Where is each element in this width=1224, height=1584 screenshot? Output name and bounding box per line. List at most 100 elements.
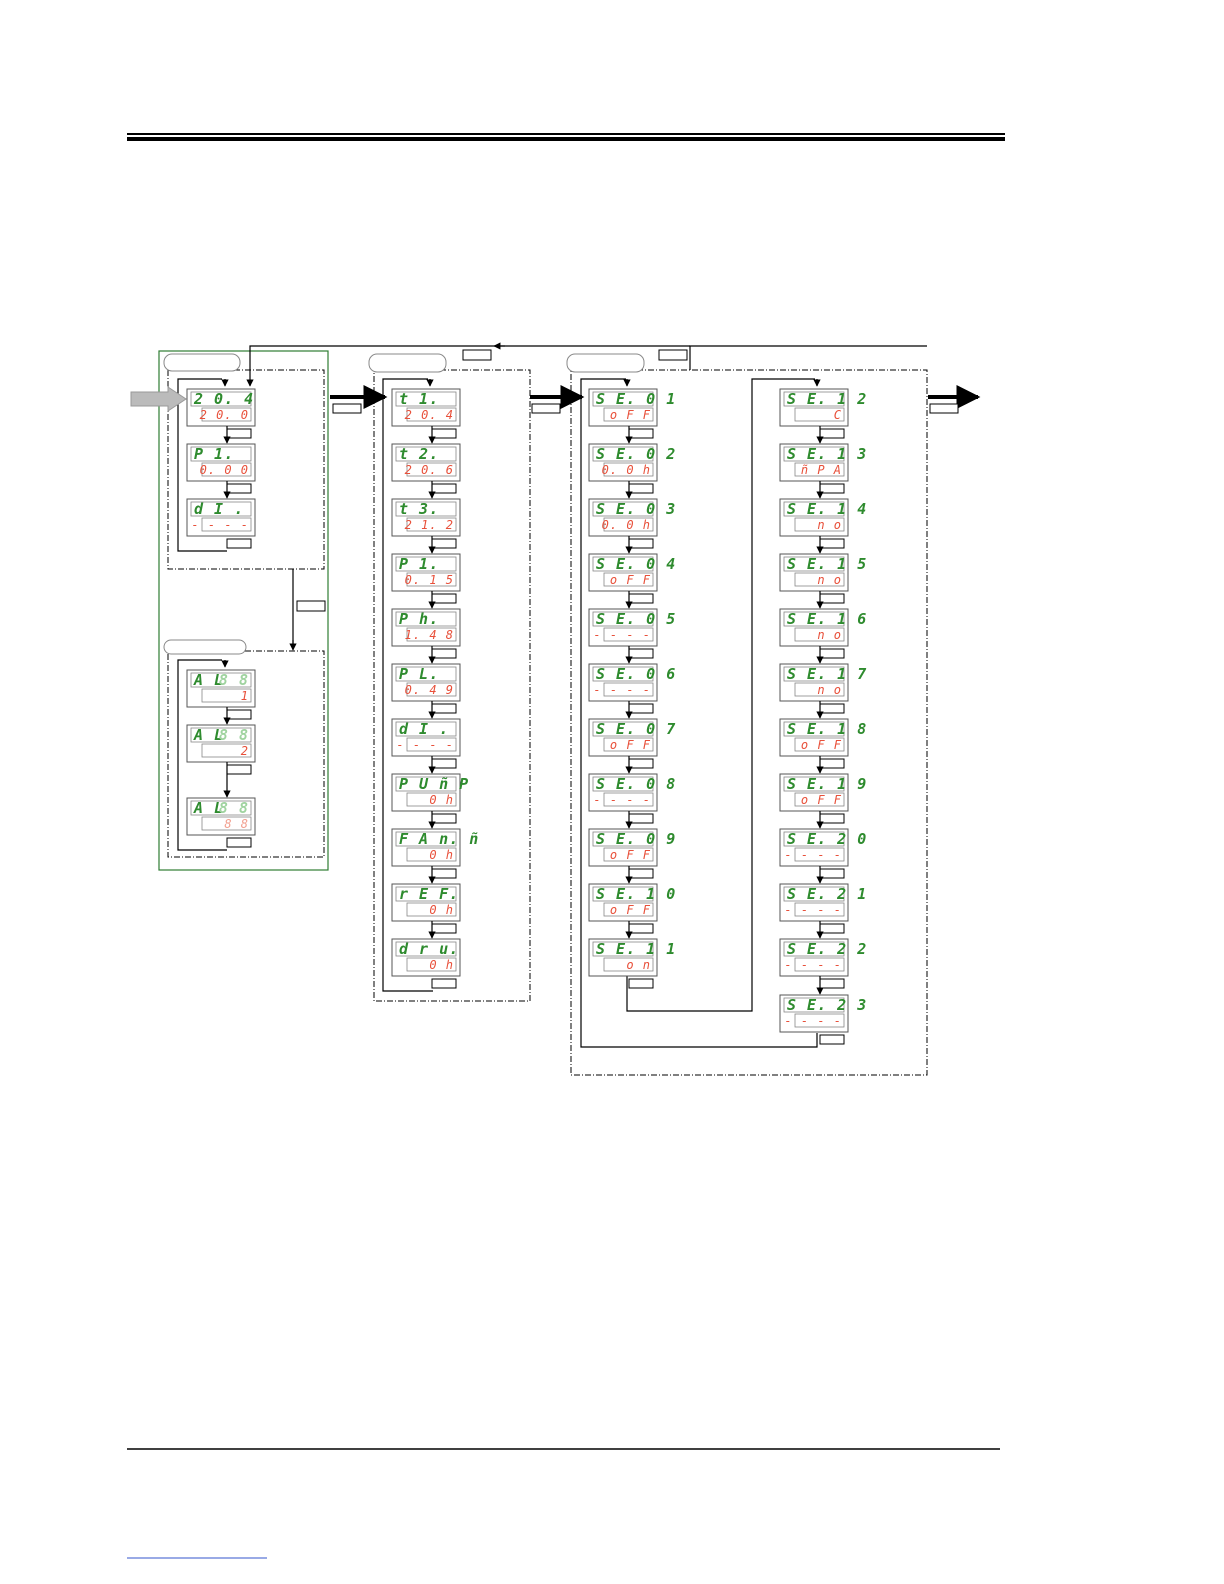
operation-display: t 2.2 0. 6: [391, 443, 461, 482]
operation-display: d r u.0 h: [391, 938, 461, 977]
display-bottom-text: 2 0. 4: [405, 408, 454, 422]
operation-display: d I .- - - -: [391, 718, 461, 757]
display-bottom-text: 0. 4 9: [405, 683, 454, 697]
key-box: [819, 593, 845, 604]
key-box: [431, 978, 457, 989]
operation-display: P h.1. 4 8: [391, 608, 461, 647]
display-top-text: P L.: [399, 665, 439, 683]
settings_a-display: S E. 1 0o F F: [588, 883, 675, 922]
key-box: [819, 648, 845, 659]
display-top-text: S E. 1 3: [787, 445, 867, 463]
display-bottom-text: 0 h: [429, 903, 454, 917]
key-box: [819, 538, 845, 549]
key-box: [819, 868, 845, 879]
key-box: [628, 923, 654, 934]
key-box: [819, 923, 845, 934]
display-bottom-text: 0 h: [429, 958, 454, 972]
display-bottom-text: 1: [241, 689, 249, 703]
settings_a-display: S E. 0 6- - - -: [588, 663, 676, 702]
key-box: [431, 593, 457, 604]
display-top-text: S E. 1 7: [787, 665, 867, 683]
monitor-alarm-frame: [158, 350, 329, 871]
display-bottom-text: - - - -: [784, 903, 842, 917]
display-bottom-text: o F F: [610, 848, 651, 862]
display-bottom-text: o F F: [610, 738, 651, 752]
settings_b-display: S E. 1 4n o: [779, 498, 866, 537]
monitor-display: P 1.0. 0 0: [186, 443, 256, 482]
operation-display: t 1.2 0. 4: [391, 388, 461, 427]
monitor-display: 2 0. 42 0. 0: [186, 388, 256, 427]
operation-display: t 3.2 1. 2: [391, 498, 461, 537]
display-bottom-text: 0 h: [429, 848, 454, 862]
display-bottom-text: 2 1. 2: [405, 518, 454, 532]
key-box: [628, 868, 654, 879]
display-top-dim-text: 8 8: [219, 726, 249, 744]
display-top-text: S E. 0 4: [596, 555, 676, 573]
key-box: [628, 703, 654, 714]
display-top-text: S E. 1 8: [787, 720, 867, 738]
settings_a-display: S E. 0 5- - - -: [588, 608, 675, 647]
display-bottom-text: 0. 1 5: [405, 573, 454, 587]
display-bottom-text: n o: [817, 628, 842, 642]
display-bottom-text: o F F: [801, 793, 842, 807]
key-box: [226, 428, 252, 439]
entry-arrow: [130, 386, 187, 412]
settings_a-display: S E. 0 8- - - -: [588, 773, 675, 812]
display-top-text: S E. 0 6: [596, 665, 676, 683]
display-bottom-text: - - - -: [593, 793, 651, 807]
display-top-text: d I .: [194, 500, 244, 518]
display-panels: 2 0. 42 0. 0P 1.0. 0 0d I .- - - -A L8 8…: [186, 388, 867, 1045]
monitor-display: d I .- - - -: [186, 498, 256, 537]
alarm-display: A L8 88 8: [186, 797, 256, 836]
group-containers: [167, 369, 928, 1076]
display-top-text: F A n. ñ: [399, 830, 479, 848]
group-tabs: [163, 353, 645, 655]
display-top-text: P h.: [399, 610, 439, 628]
display-bottom-dim-text: 8 8: [224, 817, 249, 831]
display-top-text: S E. 2 0: [787, 830, 867, 848]
key-box: [226, 709, 252, 720]
settings_a-display: S E. 0 7o F F: [588, 718, 676, 757]
key-box: [819, 978, 845, 989]
key-box: [628, 758, 654, 769]
key-box: [431, 923, 457, 934]
settings_b-display: S E. 1 5n o: [779, 553, 867, 592]
display-top-text: S E. 0 1: [596, 390, 676, 408]
key-box: [819, 428, 845, 439]
settings_a-display: S E. 0 20. 0 h: [588, 443, 676, 482]
display-top-text: t 2.: [399, 445, 439, 463]
display-bottom-text: 2 0. 0: [200, 408, 249, 422]
display-top-text: S E. 1 1: [596, 940, 676, 958]
page-header-rule: [127, 133, 1005, 141]
display-top-text: A L: [193, 671, 224, 689]
key-box: [819, 703, 845, 714]
display-bottom-text: - - - -: [784, 1014, 842, 1028]
key-box: [628, 978, 654, 989]
display-top-text: S E. 1 9: [787, 775, 867, 793]
display-bottom-text: n o: [817, 683, 842, 697]
display-top-text: S E. 1 6: [787, 610, 867, 628]
key-box: [226, 837, 252, 848]
display-bottom-text: n o: [817, 573, 842, 587]
display-top-text: r E F.: [399, 885, 459, 903]
display-bottom-text: 1. 4 8: [405, 628, 454, 642]
display-top-text: S E. 0 7: [596, 720, 676, 738]
display-top-text: S E. 0 2: [596, 445, 676, 463]
display-bottom-text: C: [834, 408, 842, 422]
operation-display: P U ñ P0 h: [391, 773, 468, 812]
display-top-text: P 1.: [399, 555, 439, 573]
key-box: [431, 813, 457, 824]
display-bottom-text: 0 h: [429, 793, 454, 807]
key-box: [628, 648, 654, 659]
key-box: [628, 538, 654, 549]
display-bottom-text: n o: [817, 518, 842, 532]
alarm-display: A L8 82: [186, 724, 256, 763]
display-top-dim-text: 8 8: [219, 671, 249, 689]
settings_b-display: S E. 1 7n o: [779, 663, 867, 702]
display-top-text: S E. 1 5: [787, 555, 867, 573]
key-box: [431, 868, 457, 879]
display-bottom-text: - - - -: [191, 518, 249, 532]
key-box: [431, 703, 457, 714]
display-top-text: S E. 2 2: [787, 940, 867, 958]
display-top-text: S E. 2 3: [787, 996, 867, 1014]
